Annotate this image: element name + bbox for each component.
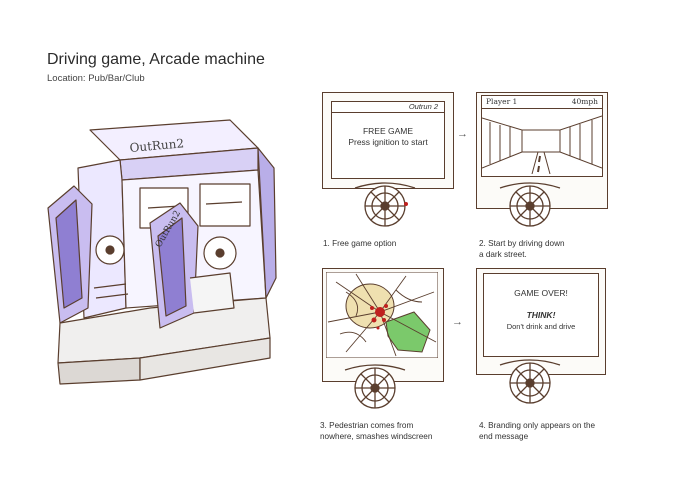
panel-1-press-ignition: Press ignition to start (348, 137, 428, 147)
panel-3-steering-wheel-icon (344, 364, 406, 409)
smashed-windscreen-drawing (326, 272, 438, 358)
panel-1-caption: 1. Free game option (323, 239, 397, 248)
panel-2-hud-player: Player 1 (486, 97, 518, 106)
panel-3-caption: 3. Pedestrian comes from nowhere, smashe… (320, 421, 433, 441)
dark-street-drawing (482, 115, 602, 174)
panel-2-caption: 2. Start by driving down a dark street. (479, 239, 565, 259)
page-title: Driving game, Arcade machine (47, 51, 265, 68)
panel-4-caption: 4. Branding only appears on the end mess… (479, 421, 596, 441)
storyboard-panel-3 (322, 268, 444, 382)
arrow-right-icon: → (452, 316, 463, 328)
arcade-cabinet-sketch: OutRun2 OutRun2 (47, 119, 277, 385)
panel-1-screen-title: Outrun 2 (408, 102, 438, 111)
panel-4-steering-wheel-icon (499, 359, 561, 404)
panel-1-steering-wheel-icon (354, 182, 416, 227)
storyboard-panel-1: Outrun 2 FREE GAME Press ignition to sta… (322, 92, 454, 189)
panel-4-think: THINK! (526, 310, 556, 320)
panel-1-screen: Outrun 2 FREE GAME Press ignition to sta… (331, 101, 445, 179)
panel-4-game-over: GAME OVER! (514, 288, 568, 298)
panel-1-free-game: FREE GAME (362, 126, 414, 136)
cabinet-marquee-text: OutRun2 (129, 136, 185, 155)
panel-4-screen: GAME OVER! THINK! Don't drink and drive (483, 273, 599, 357)
panel-2-steering-wheel-icon (499, 182, 561, 227)
panel-2-hud-speed: 40mph (571, 97, 598, 106)
storyboard-panel-4: GAME OVER! THINK! Don't drink and drive (476, 268, 606, 375)
panel-1-screen-titlebar: Outrun 2 (332, 102, 444, 113)
location-label: Location: Pub/Bar/Club (47, 73, 145, 84)
arrow-right-icon: → (457, 128, 468, 140)
panel-2-screen: Player 1 40mph (481, 95, 603, 177)
panel-4-message: Don't drink and drive (506, 322, 576, 331)
